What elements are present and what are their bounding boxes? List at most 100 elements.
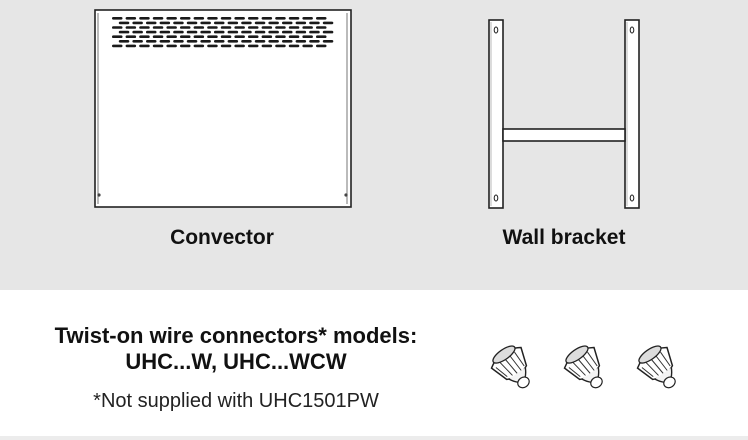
grille-slot <box>234 35 245 38</box>
grille-slot <box>125 17 137 20</box>
grille-slot <box>234 44 245 48</box>
grille-slot <box>227 40 239 43</box>
connectors-panel <box>0 290 748 440</box>
grille-slot <box>146 30 157 34</box>
grille-slot <box>316 44 327 48</box>
wire-connector-icon <box>490 345 530 389</box>
grille-slot <box>241 40 252 43</box>
grille-slot <box>288 26 300 29</box>
grille-slot <box>159 30 171 34</box>
grille-slot <box>268 21 279 25</box>
grille-slot <box>180 17 191 20</box>
grille-slot <box>118 21 130 25</box>
grille-slot <box>214 21 225 25</box>
grille-slot <box>200 21 211 25</box>
grille-slot <box>118 30 130 34</box>
grille-slot <box>159 40 171 43</box>
grille-slot <box>261 26 273 29</box>
grille-slot <box>227 30 239 34</box>
panel-divider <box>0 436 748 440</box>
grille-slot <box>186 40 198 43</box>
grille-slot <box>152 35 164 38</box>
grille-slot <box>261 35 273 38</box>
grille-slot <box>166 17 177 20</box>
wall-bracket-icon <box>488 19 640 209</box>
grille-slot <box>288 17 300 20</box>
grille-slot <box>214 30 225 34</box>
convector-caption: Convector <box>170 226 274 249</box>
grille-slot <box>322 40 334 43</box>
grille-slot <box>316 17 327 20</box>
grille-slot <box>193 17 205 20</box>
grille-slot <box>288 44 300 48</box>
grille-slot <box>180 44 191 48</box>
grille-slot <box>254 30 266 34</box>
grille-slot <box>166 44 177 48</box>
grille-slot <box>295 30 307 34</box>
grille-slot <box>309 40 320 43</box>
grille-slot <box>207 44 218 48</box>
grille-slot <box>193 44 205 48</box>
grille-slot <box>125 44 137 48</box>
grille-slot <box>118 40 130 43</box>
grille-slot <box>166 26 177 29</box>
grille-slot <box>152 17 164 20</box>
grille-slot <box>282 40 293 43</box>
grille-slot <box>248 26 259 29</box>
grille-slot <box>146 40 157 43</box>
grille-slot <box>112 35 123 38</box>
grille-slot <box>227 21 239 25</box>
grille-slot <box>139 35 150 38</box>
grille-slot <box>241 30 252 34</box>
grille-slot <box>152 26 164 29</box>
wire-connector-icon <box>636 345 676 389</box>
grille-slot <box>173 40 184 43</box>
grille-slot <box>316 26 327 29</box>
grille-slot <box>302 17 313 20</box>
grille-slot <box>220 26 232 29</box>
grille-slot <box>186 21 198 25</box>
grille-slot <box>275 35 286 38</box>
grille-slot <box>241 21 252 25</box>
grille-slot <box>139 17 150 20</box>
wire-connector-icon <box>563 345 603 389</box>
grille-slot <box>180 35 191 38</box>
grille-slot <box>214 40 225 43</box>
grille-slot <box>234 26 245 29</box>
grille-slot <box>248 44 259 48</box>
grille-slot <box>302 26 313 29</box>
wall-bracket-caption: Wall bracket <box>502 226 626 249</box>
grille-slot <box>186 30 198 34</box>
grille-slot <box>254 40 266 43</box>
grille-slot <box>248 17 259 20</box>
grille-slot <box>207 26 218 29</box>
grille-slot <box>316 35 327 38</box>
grille-slot <box>302 35 313 38</box>
grille-slot <box>234 17 245 20</box>
grille-slot <box>159 21 171 25</box>
grille-slot <box>200 40 211 43</box>
grille-slot <box>193 26 205 29</box>
grille-slot <box>254 21 266 25</box>
grille-slot <box>207 35 218 38</box>
grille-slot <box>302 44 313 48</box>
grille-slot <box>288 35 300 38</box>
grille-slot <box>173 21 184 25</box>
grille-slot <box>125 35 137 38</box>
grille-slot <box>220 35 232 38</box>
grille-slot <box>112 44 123 48</box>
grille-slot <box>139 44 150 48</box>
grille-slot <box>132 21 143 25</box>
grille-slot <box>295 21 307 25</box>
connectors-footnote: *Not supplied with UHC1501PW <box>93 390 379 412</box>
grille-slot <box>261 17 273 20</box>
grille-slot <box>248 35 259 38</box>
grille-slot <box>268 40 279 43</box>
grille-slot <box>275 26 286 29</box>
grille-slot <box>322 30 334 34</box>
grille-slot <box>322 21 334 25</box>
convector-icon <box>94 9 352 208</box>
grille-slot <box>261 44 273 48</box>
grille-slot <box>146 21 157 25</box>
grille-slot <box>125 26 137 29</box>
